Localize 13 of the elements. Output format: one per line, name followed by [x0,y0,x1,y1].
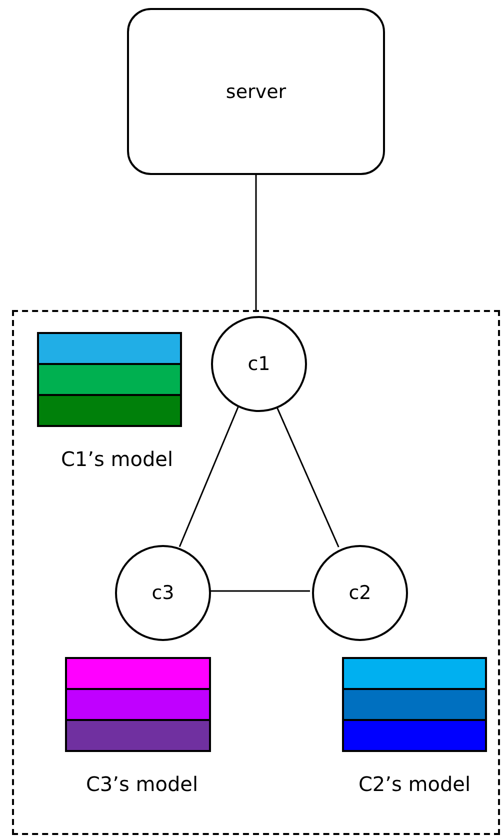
client-label: c3 [152,582,174,604]
connector-line [178,406,240,548]
model-label: C3’s model [86,772,198,796]
client-label: c1 [248,353,270,375]
connector-line [255,175,257,310]
server-box [127,8,385,175]
client-label: c2 [348,582,372,604]
model-label: C1’s model [60,447,174,471]
connector-line [276,406,340,548]
connector-line [209,590,310,592]
model-label: C2’s model [358,772,471,796]
dashed-group-frame [12,310,500,835]
server-label: server [226,80,286,102]
